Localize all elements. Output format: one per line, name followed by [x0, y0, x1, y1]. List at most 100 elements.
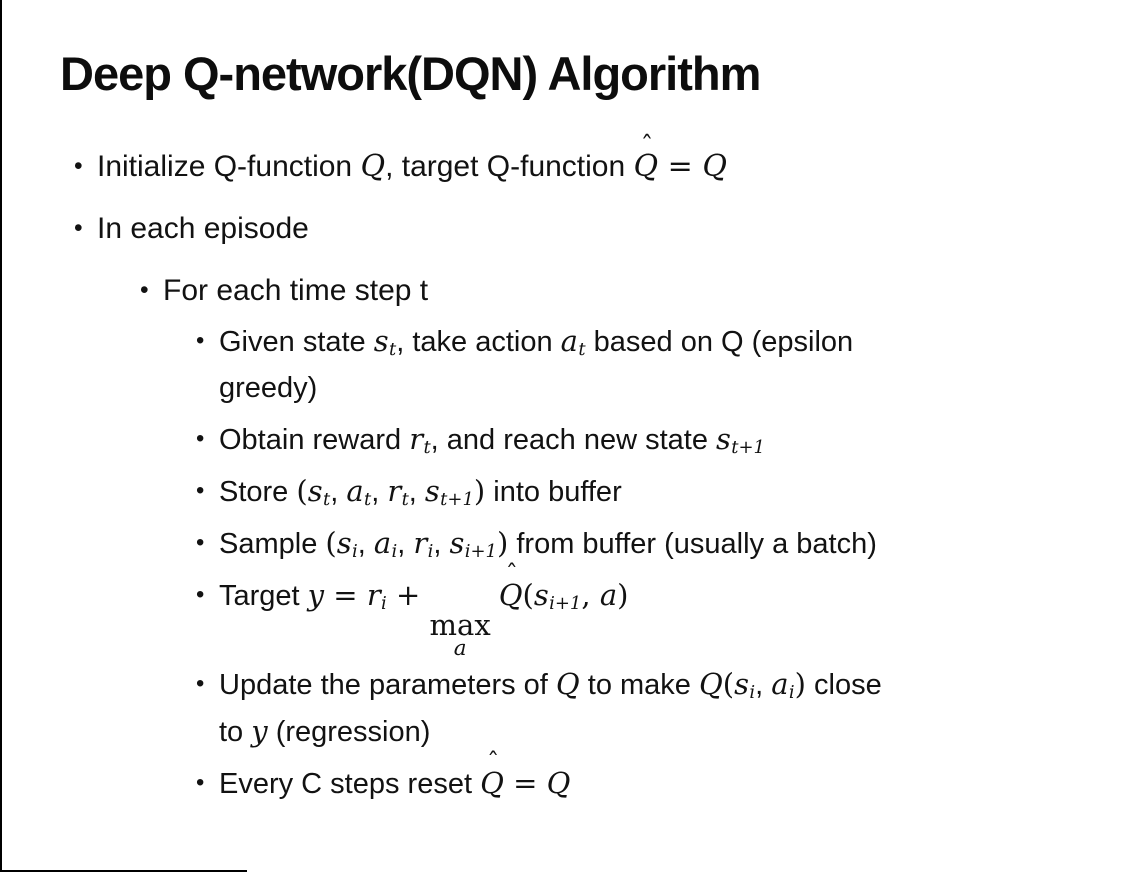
math-operator: =: [324, 578, 367, 612]
math-variable: st: [373, 324, 397, 361]
text-run: Every C steps reset: [219, 767, 481, 800]
math-subscript: t: [423, 437, 431, 459]
math-operator: (: [325, 526, 337, 560]
math-subscript: i: [427, 541, 434, 563]
math-variable: Q: [546, 765, 571, 800]
math-variable: at: [346, 474, 372, 511]
text-run: For each time step t: [163, 274, 429, 307]
math-operator: (: [296, 474, 308, 508]
math-variable: si+1: [533, 578, 582, 615]
math-variable: st+1: [424, 474, 474, 511]
text-run: ,: [755, 668, 772, 701]
text-run: into buffer: [485, 476, 622, 508]
text-run: ,: [408, 476, 425, 508]
text-run: close: [805, 668, 882, 701]
math-operator: (: [522, 578, 534, 612]
math-variable: si: [734, 666, 756, 704]
bullet-item: • Obtain reward rt, and reach new state s…: [0, 416, 1124, 463]
math-operator: ,: [581, 578, 600, 612]
bullet-marker: •: [196, 425, 205, 452]
math-operator: ): [794, 666, 806, 701]
bullet-text: Given state st, take action at based on …: [219, 318, 853, 411]
bullet-marker: •: [140, 277, 149, 304]
bullet-text: Update the parameters of Q to make Q(si,…: [219, 661, 882, 755]
math-subscript: i: [788, 682, 795, 704]
math-operator: =: [503, 765, 547, 800]
hat-accent: ˆ: [640, 130, 654, 161]
text-run: Given state: [219, 326, 374, 358]
math-subscript: t: [322, 489, 331, 511]
slide-bottom-edge-line: [0, 870, 247, 872]
math-subscript: i: [391, 541, 398, 563]
math-subscript: t: [578, 339, 586, 361]
math-variable: Q: [702, 149, 727, 184]
bullet-item: • Given state st, take action at based on…: [0, 318, 1124, 411]
math-variable: a: [599, 578, 618, 612]
math-subscript: t+1: [440, 489, 474, 511]
bullet-marker: •: [196, 529, 205, 556]
bullet-marker: •: [196, 768, 205, 796]
bullet-item: • Sample (si, ai, ri, si+1) from buffer (…: [0, 520, 1124, 567]
math-variable: y: [251, 713, 268, 748]
math-variable: ri: [366, 578, 387, 615]
text-run: , take action: [396, 326, 561, 358]
text-run: ,: [371, 476, 388, 508]
bullet-text: Obtain reward rt, and reach new state st…: [219, 416, 765, 463]
slide-left-edge-line: [0, 0, 2, 872]
math-operator: ): [496, 526, 509, 560]
bullet-text: Sample (si, ai, ri, si+1) from buffer (u…: [219, 520, 877, 567]
math-subscript: t+1: [731, 437, 765, 459]
text-run: ,: [433, 528, 450, 560]
bullet-marker: •: [196, 581, 205, 608]
text-run: to make: [579, 668, 699, 701]
math-variable: y: [307, 578, 325, 612]
bullet-text: For each time step t: [163, 268, 428, 314]
bullet-item: • Update the parameters of Q to make Q(si…: [0, 661, 1124, 755]
bullet-marker: •: [74, 153, 83, 180]
bullet-item: • Store (st, at, rt, st+1) into buffer: [0, 468, 1124, 515]
bullet-marker: •: [196, 327, 205, 354]
slide-title: Deep Q-network(DQN) Algorithm: [60, 47, 761, 100]
text-run: ,: [330, 476, 347, 508]
math-subscript: i+1: [549, 593, 582, 615]
math-variable: Q: [698, 666, 723, 701]
math-variable: at: [560, 324, 586, 361]
text-run: ,: [397, 528, 414, 560]
math-operator: (: [722, 666, 735, 701]
bullet-text: Initialize Q-function Q, target Q-functi…: [97, 133, 727, 190]
math-subscript: t: [363, 489, 372, 511]
text-run: greedy): [219, 372, 318, 404]
text-run: from buffer (usually a batch): [508, 528, 877, 560]
text-run: Obtain reward: [219, 424, 410, 456]
bullet-marker: •: [196, 477, 205, 504]
math-subscript: t: [389, 339, 397, 361]
bullet-marker: •: [196, 669, 205, 697]
bullet-list: • Initialize Q-function Q, target Q-funct…: [0, 133, 1124, 807]
text-run: , target Q-function: [385, 150, 634, 183]
math-subscript: i: [381, 593, 387, 615]
math-operator: ): [617, 578, 629, 612]
math-variable: rt: [387, 474, 409, 511]
text-run: based on Q (epsilon: [585, 326, 854, 358]
text-run: ,: [357, 528, 374, 560]
math-variable: rt: [409, 422, 431, 459]
math-variable: st+1: [716, 422, 765, 459]
bullet-item: •In each episode: [0, 206, 1124, 252]
math-variable: ri: [413, 526, 434, 563]
bullet-item: • Initialize Q-function Q, target Q-funct…: [0, 133, 1124, 190]
math-variable: ai: [771, 666, 795, 704]
text-run: Target: [219, 580, 308, 612]
math-subscript: i+1: [464, 541, 497, 563]
text-run: Sample: [219, 528, 326, 560]
math-variable: Q: [360, 149, 386, 184]
math-variable: si: [336, 526, 358, 563]
bullet-text: Store (st, at, rt, st+1) into buffer: [219, 468, 622, 515]
text-run: to: [219, 715, 252, 748]
hat-accent: ˆ: [505, 559, 519, 589]
